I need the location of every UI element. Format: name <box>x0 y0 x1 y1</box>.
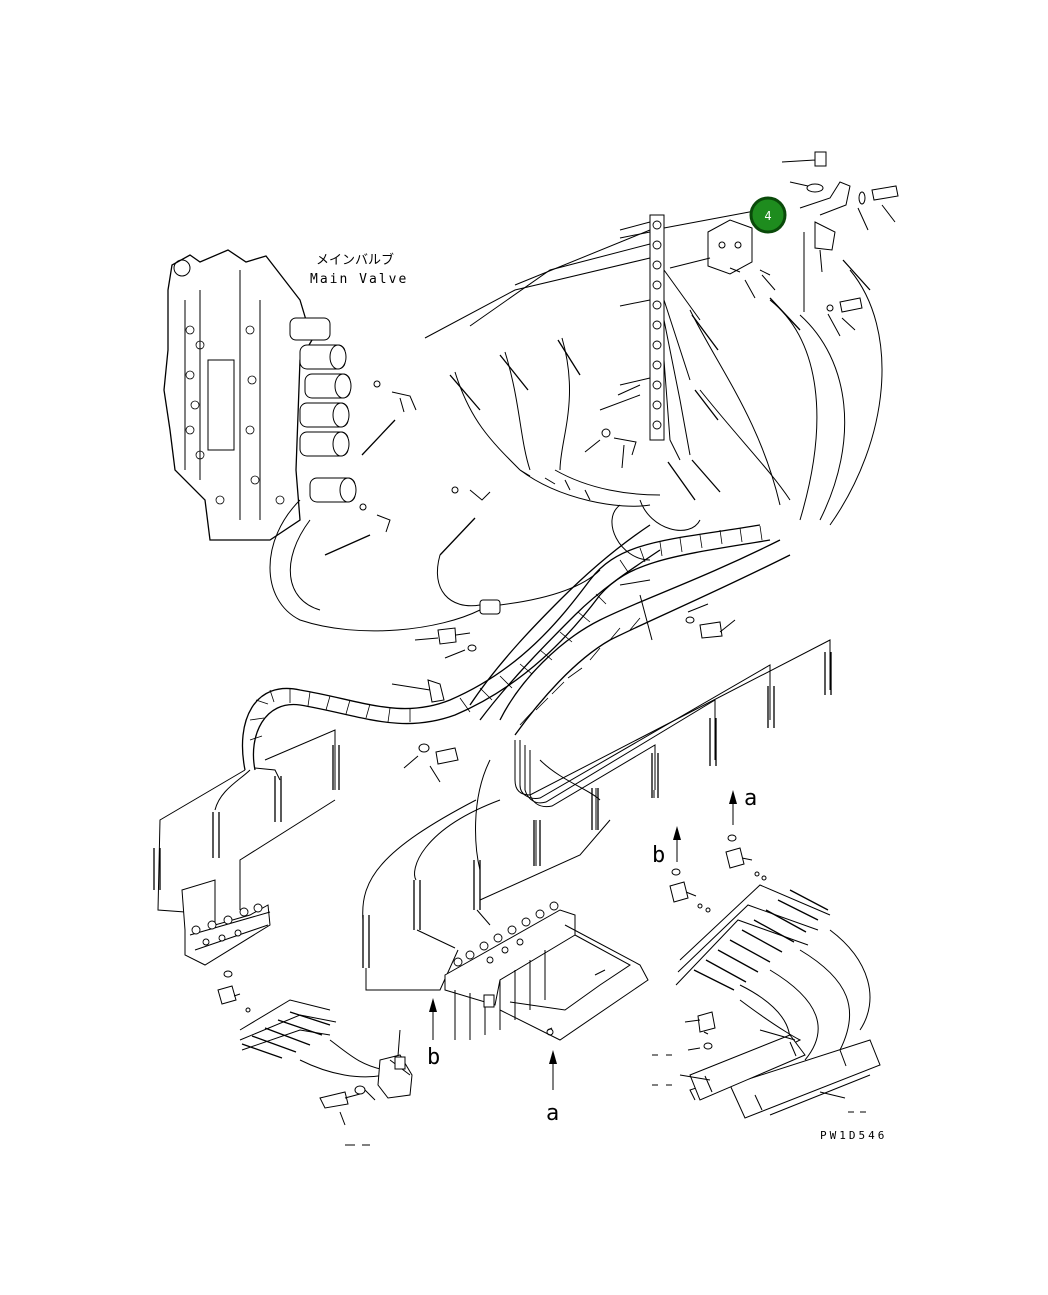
center-lower-manifold <box>362 860 649 1041</box>
left-loop-hose <box>269 499 601 632</box>
arrow-a-upper <box>729 790 737 825</box>
callout-4[interactable]: 4 <box>749 196 787 234</box>
drawing-code: PW1D546 <box>820 1129 887 1142</box>
valve-fittings <box>324 380 491 556</box>
middle-clamp-bolts <box>391 579 736 783</box>
arrow-b-lower-label: b <box>427 1045 440 1070</box>
arrow-b-upper-label: b <box>652 843 665 868</box>
spiral-wrap-bundle <box>241 469 791 771</box>
callout-4-number: 4 <box>764 209 771 223</box>
hose-bundle-upper <box>424 229 883 526</box>
arrow-a-lower <box>549 1050 557 1090</box>
arrow-b-upper <box>673 826 681 862</box>
long-hoses-right <box>362 639 832 921</box>
main-valve-assembly <box>163 249 357 541</box>
main-valve-label-en: Main Valve <box>310 272 408 287</box>
arrow-a-upper-label: a <box>744 786 757 811</box>
upper-block-manifold <box>619 151 899 441</box>
arrow-a-lower-label: a <box>546 1101 559 1126</box>
main-valve-label-jp: メインバルブ <box>316 252 394 268</box>
lower-right-hose-group <box>652 834 881 1119</box>
arrow-b-lower <box>429 998 437 1040</box>
left-lower-assembly <box>153 729 413 1146</box>
